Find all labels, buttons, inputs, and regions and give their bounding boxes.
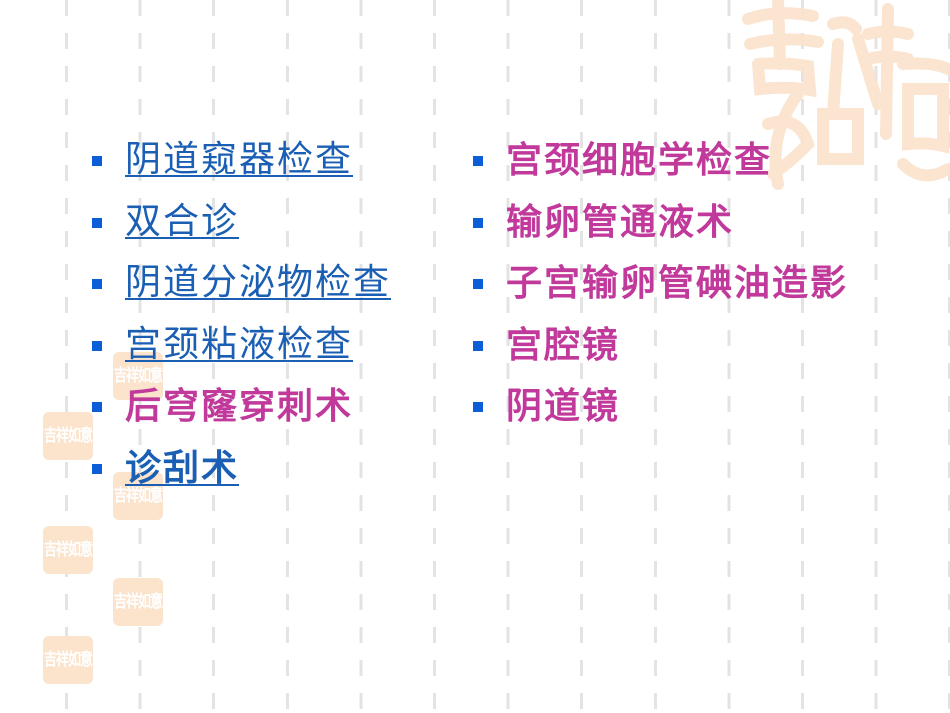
tubal-hydrotubation-label: 输卵管通液术 [506,200,735,243]
culdocentesis-label: 后穹窿穿刺术 [125,385,354,427]
square-bullet-icon [473,279,483,289]
seal-stamp-icon: 吉祥如意 [43,412,93,460]
square-bullet-icon [92,217,102,228]
list-item[interactable]: 诊刮术 [92,446,391,508]
colposcopy-label: 阴道镜 [506,385,621,427]
list-item: 宫腔镜 [473,323,848,385]
right-bullet-list: 宫颈细胞学检查 输卵管通液术 子宫输卵管碘油造影 宫腔镜 阴道镜 [473,138,848,446]
seal-stamp-icon: 吉祥如意 [113,578,163,626]
hysteroscopy-label: 宫腔镜 [506,323,621,366]
seal-stamp-icon: 吉祥如意 [43,636,93,684]
list-item[interactable]: 阴道窥器检查 [92,138,391,200]
square-bullet-icon [473,402,483,412]
auspicious-seal-watermark-icon [742,0,950,190]
list-item: 宫颈细胞学检查 [473,138,848,200]
list-item: 阴道镜 [473,384,848,446]
link-vaginal-discharge-exam[interactable]: 阴道分泌物检查 [125,262,392,303]
link-cervical-mucus-exam[interactable]: 宫颈粘液检查 [125,323,354,365]
square-bullet-icon [473,156,483,166]
seal-stamp-icon: 吉祥如意 [113,472,163,520]
list-item: 输卵管通液术 [473,200,848,262]
list-item: 子宫输卵管碘油造影 [473,261,848,323]
link-vaginal-speculum-exam[interactable]: 阴道窥器检查 [125,139,354,180]
list-item[interactable]: 阴道分泌物检查 [92,261,391,323]
list-item[interactable]: 宫颈粘液检查 [92,323,391,385]
link-diagnostic-curettage[interactable]: 诊刮术 [125,446,240,489]
list-item[interactable]: 双合诊 [92,200,391,262]
left-bullet-list: 阴道窥器检查 双合诊 阴道分泌物检查 宫颈粘液检查 后穹窿穿刺术 诊刮术 [92,138,391,507]
square-bullet-icon [92,402,102,412]
square-bullet-icon [92,279,102,289]
square-bullet-icon [92,156,102,166]
cervical-cytology-label: 宫颈细胞学检查 [506,139,773,181]
hysterosalpingography-label: 子宫输卵管碘油造影 [506,262,849,304]
square-bullet-icon [473,217,483,228]
square-bullet-icon [473,340,483,351]
square-bullet-icon [92,340,102,351]
square-bullet-icon [92,463,102,474]
list-item: 后穹窿穿刺术 [92,384,391,446]
seal-stamp-icon: 吉祥如意 [43,526,93,574]
link-bimanual-exam[interactable]: 双合诊 [125,200,240,242]
seal-stamp-icon: 吉祥如意 [113,352,163,400]
